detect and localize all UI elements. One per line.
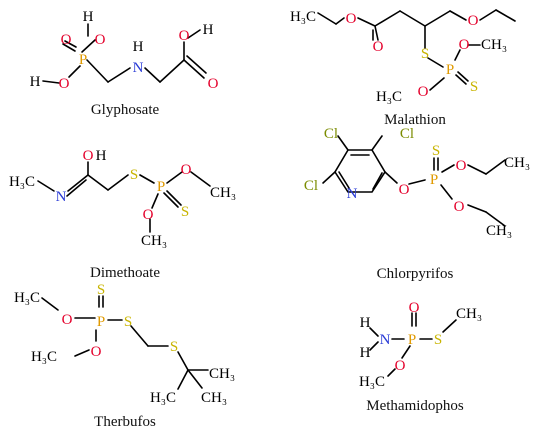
dimethoate-s-double: S [181,204,189,220]
methamidophos-ch3: CH₃ [456,306,482,322]
malathion-structure: H₃C O O O S O CH₃ P S O H₃C Malathion [290,9,516,128]
chlorpyrifos-n: N [347,186,358,202]
glyphosate-h-acid: H [203,22,214,38]
malathion-o-ether: O [468,13,479,29]
dimethoate-ch3-right: CH₃ [210,185,236,201]
methamidophos-caption: Methamidophos [366,398,464,414]
dimethoate-h3c: H₃C [9,174,35,190]
glyphosate-caption: Glyphosate [91,102,160,118]
methamidophos-h-top: H [360,315,371,331]
therbufos-o-upper: O [62,312,73,328]
chlorpyrifos-o-bridge: O [399,182,410,198]
methamidophos-h-bottom: H [360,345,371,361]
therbufos-o-lower: O [91,344,102,360]
malathion-o-carbonyl: O [373,39,384,55]
methamidophos-o-double: O [409,300,420,316]
methamidophos-n: N [380,332,391,348]
therbufos-h3c-bottom: H₃C [31,349,57,365]
glyphosate-structure: H O O P O H H N O H O Glyphosate [30,9,219,118]
chlorpyrifos-cl-left: Cl [304,178,318,194]
methamidophos-s: S [434,332,442,348]
malathion-h3c-top: H₃C [290,9,316,25]
methamidophos-h3c: H₃C [359,374,385,390]
dimethoate-ch3-lower: CH₃ [141,233,167,249]
therbufos-s-thioether: S [124,314,132,330]
dimethoate-o-right: O [181,162,192,178]
therbufos-ch3-tbutyl: CH₃ [201,390,227,406]
therbufos-p: P [97,314,105,330]
dimethoate-n: N [56,189,67,205]
glyphosate-o-hydroxyl-bottom: O [59,76,70,92]
glyphosate-h-amine: H [133,39,144,55]
chlorpyrifos-cl-topleft: Cl [324,126,338,142]
methamidophos-o-lower: O [395,358,406,374]
malathion-ch3-upper: CH₃ [481,37,507,53]
therbufos-s-double: S [97,282,105,298]
chlorpyrifos-caption: Chlorpyrifos [377,266,454,282]
chlorpyrifos-structure: Cl Cl Cl N O S P O CH₃ O CH₃ Chlorpyrifo… [304,126,530,282]
chlorpyrifos-ch3-upper: CH₃ [504,155,530,171]
therbufos-h3c-tbutyl: H₃C [150,390,176,406]
malathion-o-upper: O [459,37,470,53]
therbufos-h3c-top: H₃C [14,290,40,306]
dimethoate-s-thioether: S [130,167,138,183]
glyphosate-o-carbonyl: O [208,76,219,92]
chlorpyrifos-o-upper: O [456,158,467,174]
therbufos-s-second: S [170,339,178,355]
therbufos-structure: H₃C O S P S O H₃C S CH₃ H₃C CH₃ Therbufo… [14,282,235,430]
malathion-s-double: S [470,79,478,95]
therbufos-caption: Therbufos [94,414,156,430]
glyphosate-h-top: H [83,9,94,25]
malathion-caption: Malathion [384,112,446,128]
glyphosate-o-hydroxyl-top: O [95,32,106,48]
malathion-o-ester: O [346,11,357,27]
glyphosate-n: N [133,60,144,76]
chlorpyrifos-s-double: S [432,143,440,159]
dimethoate-h-hydroxyl: H [96,148,107,164]
chlorpyrifos-cl-topright: Cl [400,126,414,142]
chlorpyrifos-o-lower: O [454,199,465,215]
malathion-p: P [446,62,454,78]
glyphosate-o-double: O [61,32,72,48]
dimethoate-p: P [157,179,165,195]
glyphosate-o-acid: O [179,28,190,44]
malathion-s-thioether: S [421,46,429,62]
methamidophos-p: P [408,332,416,348]
chlorpyrifos-ch3-lower: CH₃ [486,223,512,239]
dimethoate-o-hydroxyl: O [83,148,94,164]
glyphosate-p: P [79,52,87,68]
methamidophos-structure: H N H O P S CH₃ O H₃C Methamidophos [359,300,482,414]
dimethoate-o-lower: O [143,207,154,223]
malathion-o-lower: O [418,84,429,100]
dimethoate-caption: Dimethoate [90,265,160,281]
chlorpyrifos-p: P [430,172,438,188]
therbufos-ch3-right: CH₃ [209,366,235,382]
malathion-h3c-bottom: H₃C [376,89,402,105]
glyphosate-h-left: H [30,74,41,90]
dimethoate-structure: H₃C N O H S P O CH₃ S O CH₃ Dimethoate [9,148,236,281]
